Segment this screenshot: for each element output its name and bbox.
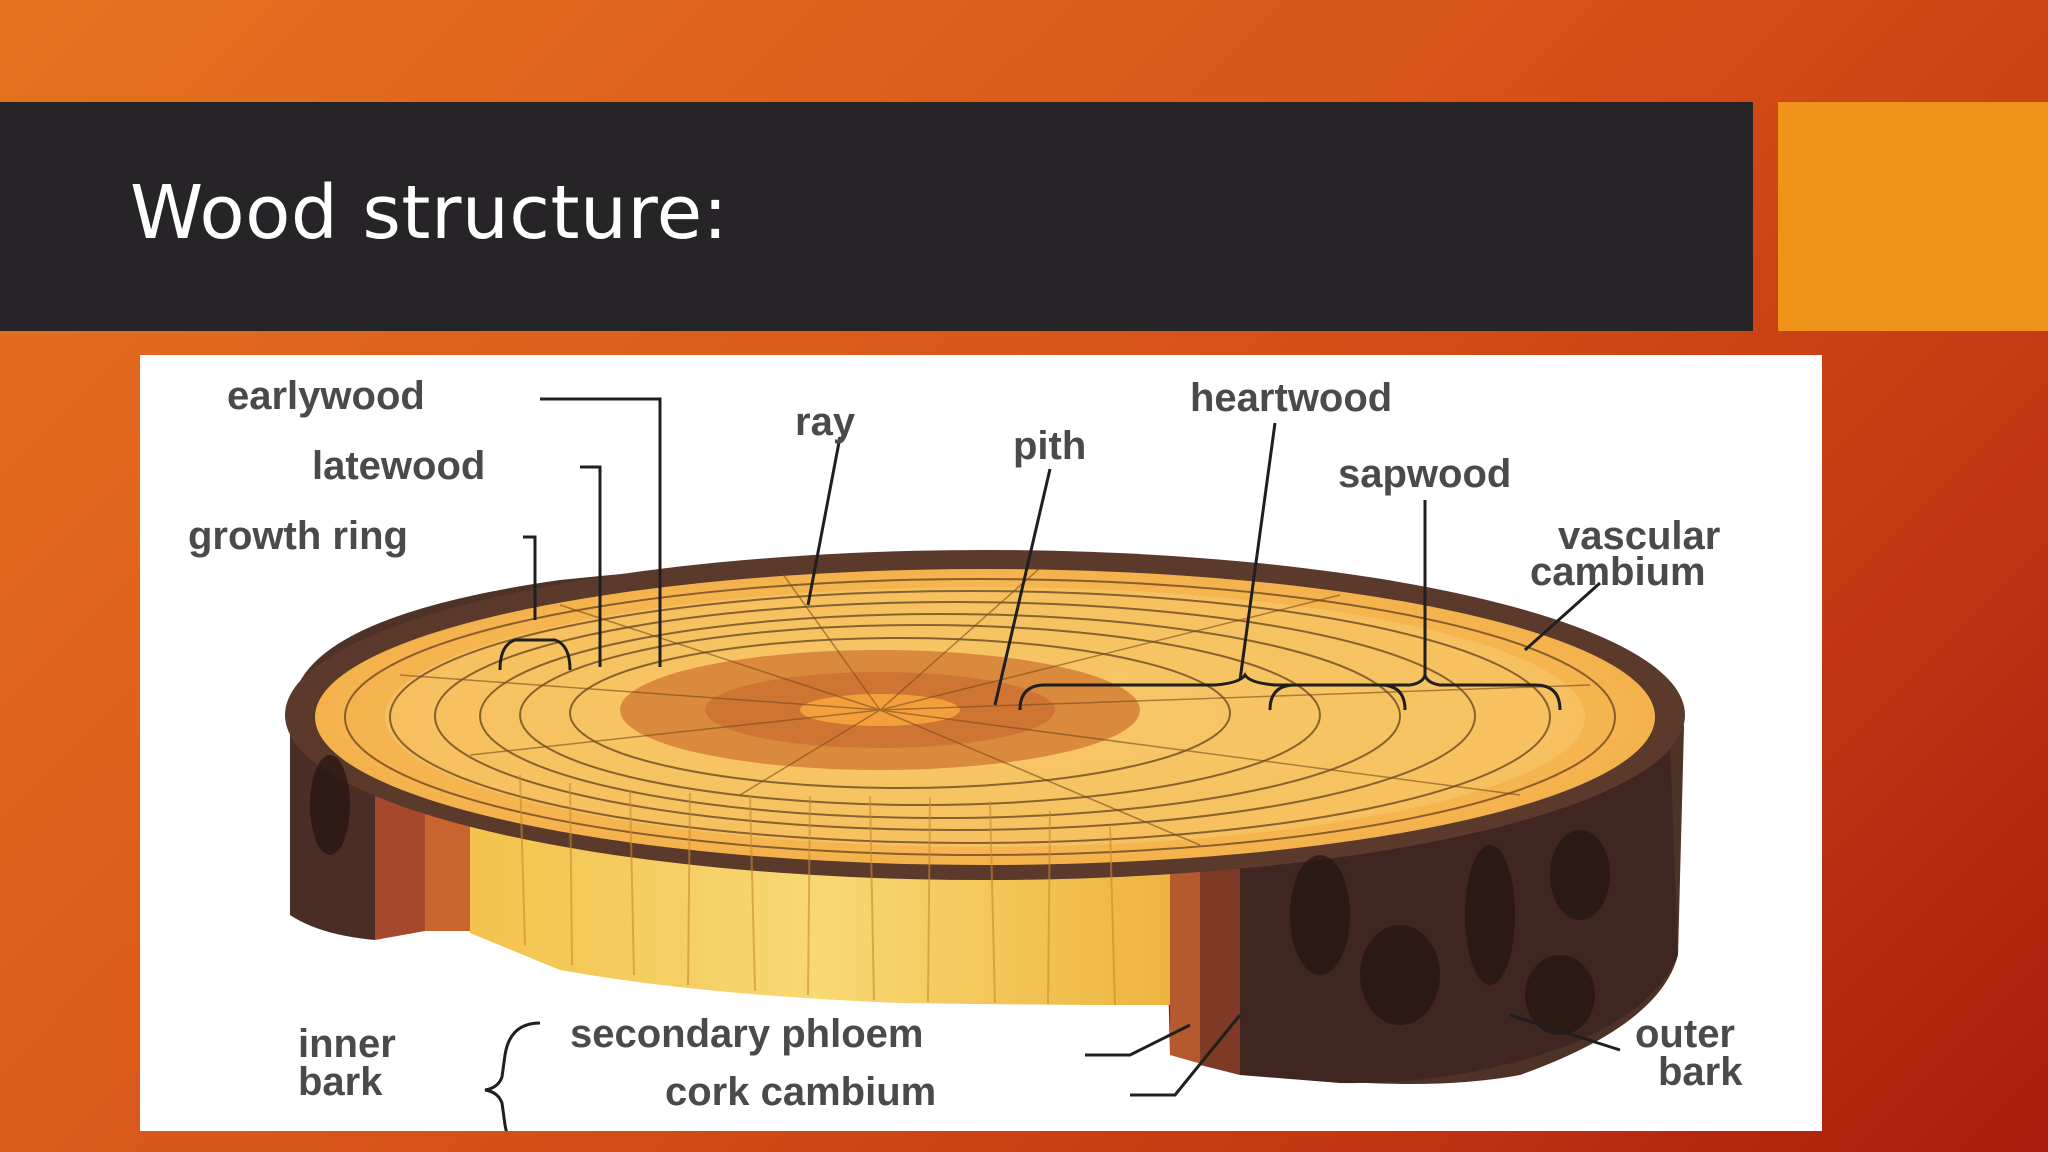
slide-title: Wood structure:	[130, 170, 729, 256]
label-secondary-phloem: secondary phloem	[570, 1012, 924, 1056]
label-cork-cambium: cork cambium	[665, 1070, 937, 1114]
label-inner: inner	[298, 1022, 396, 1066]
accent-block	[1778, 102, 2048, 331]
label-pith: pith	[1013, 424, 1087, 468]
label-earlywood: earlywood	[227, 374, 425, 418]
wood-grain	[519, 774, 1116, 1006]
label-bark-inner: bark	[298, 1060, 383, 1104]
label-bark-outer: bark	[1658, 1050, 1743, 1094]
label-latewood: latewood	[312, 444, 486, 488]
label-vascular: vascular	[1558, 514, 1721, 558]
label-sapwood: sapwood	[1338, 452, 1512, 496]
label-outer: outer	[1635, 1012, 1735, 1056]
label-ray: ray	[795, 400, 856, 444]
bark-texture	[310, 755, 1610, 1035]
tree-trunk-cross-section	[285, 397, 1685, 1131]
growth-rings	[344, 578, 1616, 856]
leader-lines	[484, 397, 1621, 1131]
title-bar	[0, 102, 1753, 331]
rays	[399, 567, 1591, 846]
right-cork	[1200, 845, 1240, 1075]
label-growth-ring: growth ring	[188, 514, 408, 558]
label-cambium: cambium	[1530, 550, 1706, 594]
label-heartwood: heartwood	[1190, 376, 1393, 420]
wood-diagram: earlywood latewood growth ring ray pith …	[140, 355, 1822, 1131]
